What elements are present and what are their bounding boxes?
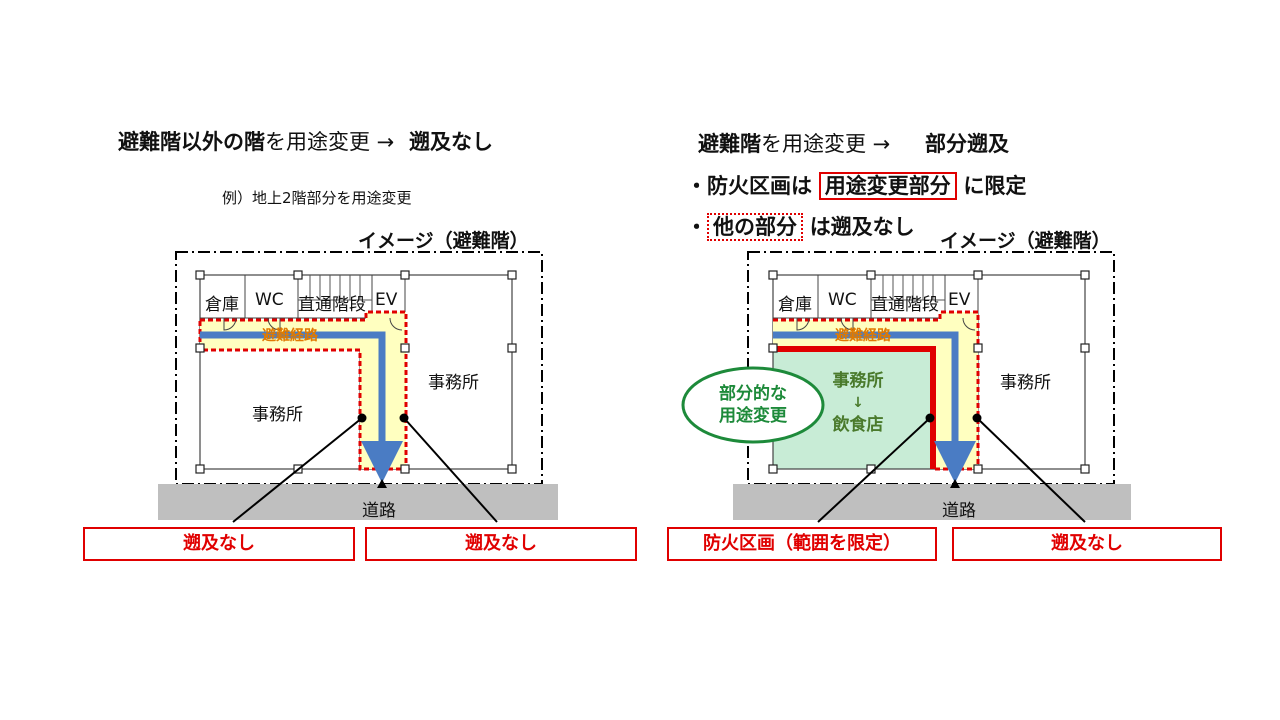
left-title-rest: を用途変更 → [265,130,395,154]
right-bullet-2-post: は遡及なし [809,215,915,239]
right-note-1: 防火区画（範囲を限定） [667,527,937,561]
right-changed-arrow: ↓ [852,395,864,411]
right-leader-2 [976,417,1086,523]
left-title: 避難階以外の階を用途変更 → 遡及なし [118,126,493,156]
left-title-result: 遡及なし [408,130,493,154]
right-road [733,484,1131,520]
left-road-label: 道路 [362,501,396,521]
right-room-ev: EV [948,290,971,310]
left-road [158,484,558,520]
left-example: 例）地上2階部分を用途変更 [222,189,412,207]
left-floor-plan [158,251,558,523]
right-title-bold: 避難階 [698,132,761,156]
right-room-stairs: 直通階段 [871,295,939,315]
right-changed-from: 事務所 [832,371,884,391]
left-leader-1 [232,417,363,523]
left-door-icons [223,317,403,331]
right-entrance-triangle [950,479,960,488]
right-title-rest: を用途変更 → [761,132,891,156]
right-title-result: 部分遡及 [924,132,1009,156]
right-road-label: 道路 [942,501,976,521]
right-route-arrow [773,331,976,483]
left-room-storage: 倉庫 [205,295,239,315]
right-note-2: 遡及なし [952,527,1222,561]
left-note-2: 遡及なし [365,527,637,561]
right-bullet-1: ・防火区画は 用途変更部分 に限定 [686,170,1026,200]
right-door-icons [796,317,976,331]
right-stairs-icon [871,275,945,301]
right-bullet-1-post: に限定 [963,174,1027,198]
left-route-label: 避難経路 [262,328,318,344]
left-leader-2 [403,417,498,523]
right-title: 避難階を用途変更 → 部分遡及 [698,128,1009,158]
right-bullet-2: ・他の部分 は遡及なし [686,211,915,241]
left-entrance-triangle [377,479,387,488]
right-partial-change-ellipse [681,366,825,444]
right-bullet-2-pre: ・ [686,215,707,239]
left-stairs-icon [298,275,372,301]
right-bullet-1-boxed: 用途変更部分 [818,172,957,200]
left-office-left: 事務所 [252,405,303,425]
right-changed-use: 事務所 ↓ 飲食店 [818,370,898,436]
right-office-right: 事務所 [1000,373,1051,393]
right-fire-compartment [773,346,936,469]
right-room-wc: WC [828,290,857,310]
right-leader-1 [817,417,931,523]
right-room-storage: 倉庫 [778,295,812,315]
left-room-stairs: 直通階段 [298,295,366,315]
right-bullet-2-boxed: 他の部分 [707,213,803,241]
left-route-arrow [200,331,403,483]
right-image-label: イメージ（避難階） [940,230,1111,252]
right-partial-change-label: 部分的な 用途変更 [698,383,808,427]
right-partial-line-1: 部分的な [719,384,787,404]
right-changed-to: 飲食店 [832,415,884,435]
left-office-right: 事務所 [428,373,479,393]
right-partial-line-2: 用途変更 [719,406,787,426]
right-floor-plan [681,251,1131,523]
left-image-label: イメージ（避難階） [358,230,529,252]
left-title-bold: 避難階以外の階 [118,130,265,154]
right-bullet-1-pre: ・防火区画は [686,174,812,198]
left-building-outline [199,274,513,470]
left-room-ev: EV [375,290,398,310]
right-route-label: 避難経路 [835,328,891,344]
left-room-wc: WC [255,290,284,310]
left-note-1: 遡及なし [83,527,355,561]
